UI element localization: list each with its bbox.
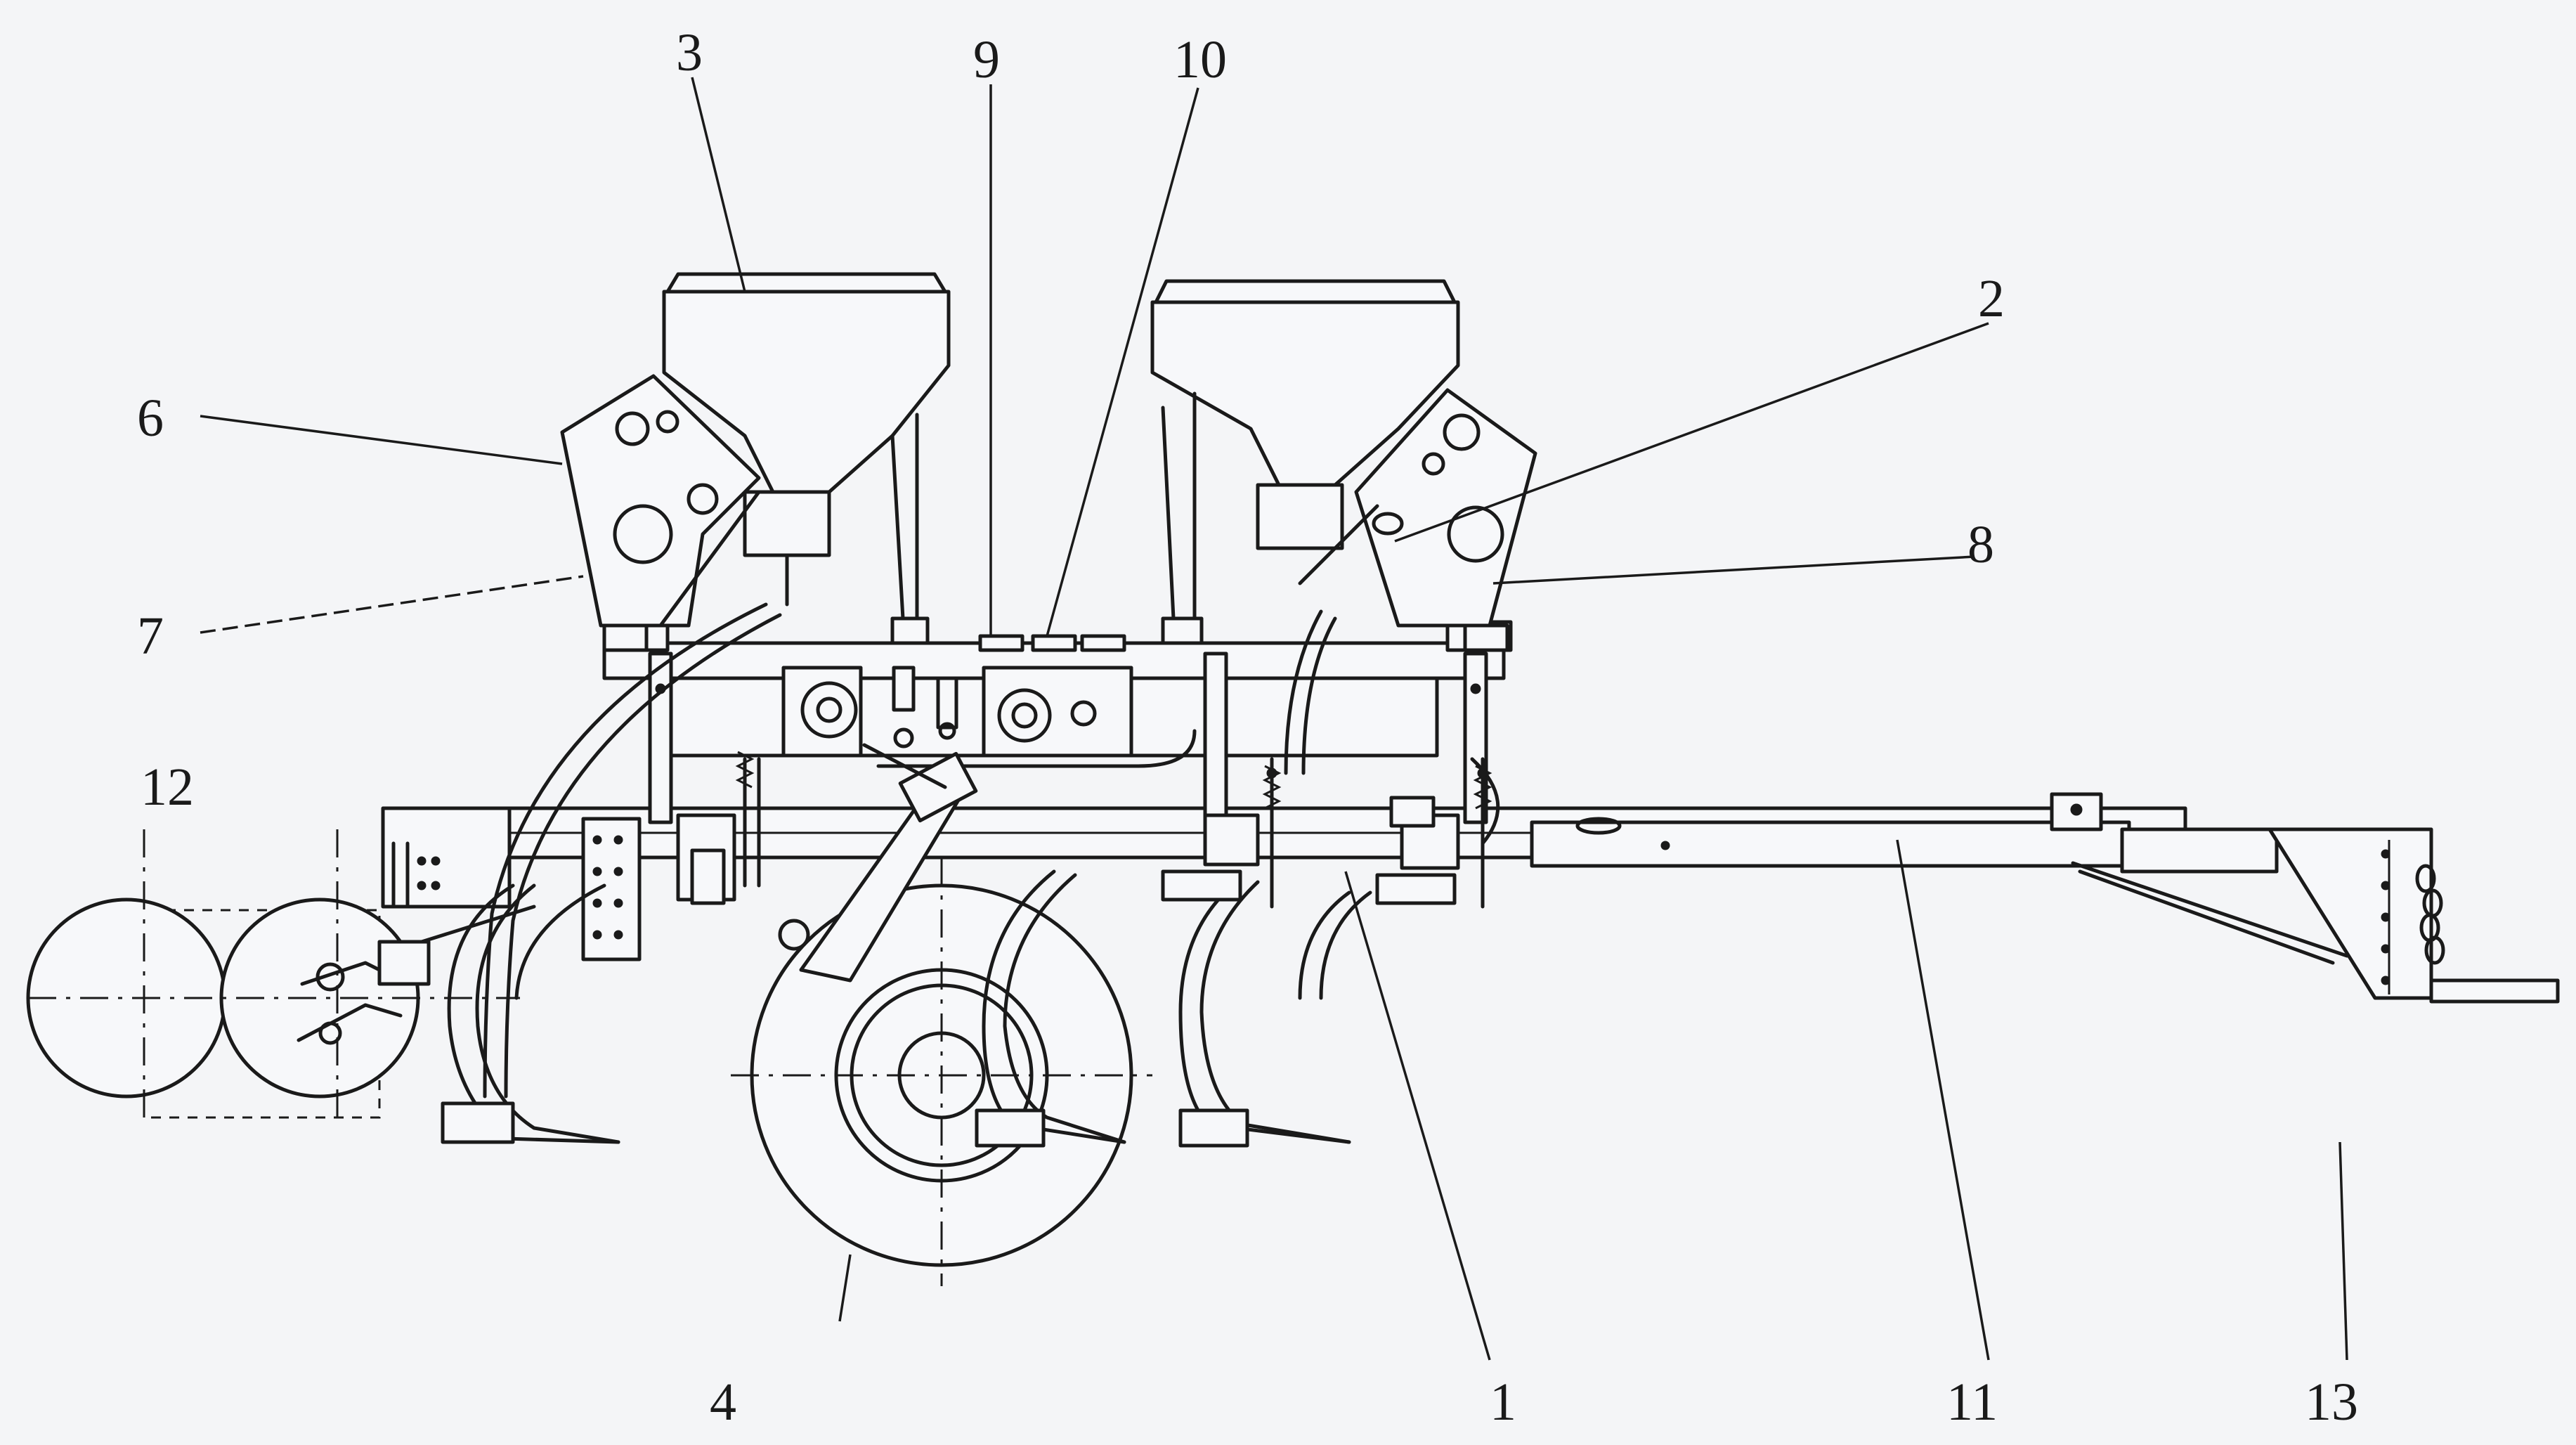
- label-1: 1: [1490, 1373, 1516, 1432]
- label-9: 9: [973, 30, 1000, 89]
- label-10: 10: [1173, 30, 1227, 89]
- tine-left: [441, 883, 620, 1144]
- left-frame-blocks: [391, 757, 761, 961]
- label-3: 3: [676, 23, 703, 82]
- adjuster-springs: [735, 751, 1492, 810]
- hitch-bolts: [2381, 849, 2390, 985]
- left-seed-hopper: [662, 272, 951, 645]
- rear-plate-bolts: [417, 856, 441, 890]
- leader-lines: [200, 77, 2348, 1361]
- drive-gearbox: [781, 634, 1197, 768]
- tine-right: [1178, 880, 1372, 1148]
- right-seed-hopper: [1150, 279, 1460, 645]
- seed-tubes: [483, 602, 1337, 1099]
- label-11: 11: [1946, 1373, 1998, 1432]
- label-13: 13: [2305, 1373, 2358, 1432]
- label-8: 8: [1967, 515, 1994, 574]
- label-12: 12: [141, 758, 194, 817]
- label-4: 4: [710, 1373, 736, 1432]
- ground-wheel: [731, 743, 1152, 1286]
- tine-clamps: [1161, 757, 1670, 909]
- callout-labels: 3 9 10 2 6 8 7 12 4 1 11 13: [137, 23, 2358, 1432]
- drawbar: [1530, 792, 2560, 1004]
- hitch-chain: [2415, 864, 2445, 965]
- label-2: 2: [1978, 269, 2005, 328]
- label-6: 6: [137, 389, 164, 448]
- press-rollers: [26, 829, 536, 1125]
- label-7: 7: [137, 607, 164, 666]
- left-block-bolts: [592, 835, 623, 940]
- left-fertilizer-box: [560, 374, 761, 652]
- tine-middle: [975, 869, 1126, 1148]
- right-fertilizer-box: [1298, 388, 1537, 652]
